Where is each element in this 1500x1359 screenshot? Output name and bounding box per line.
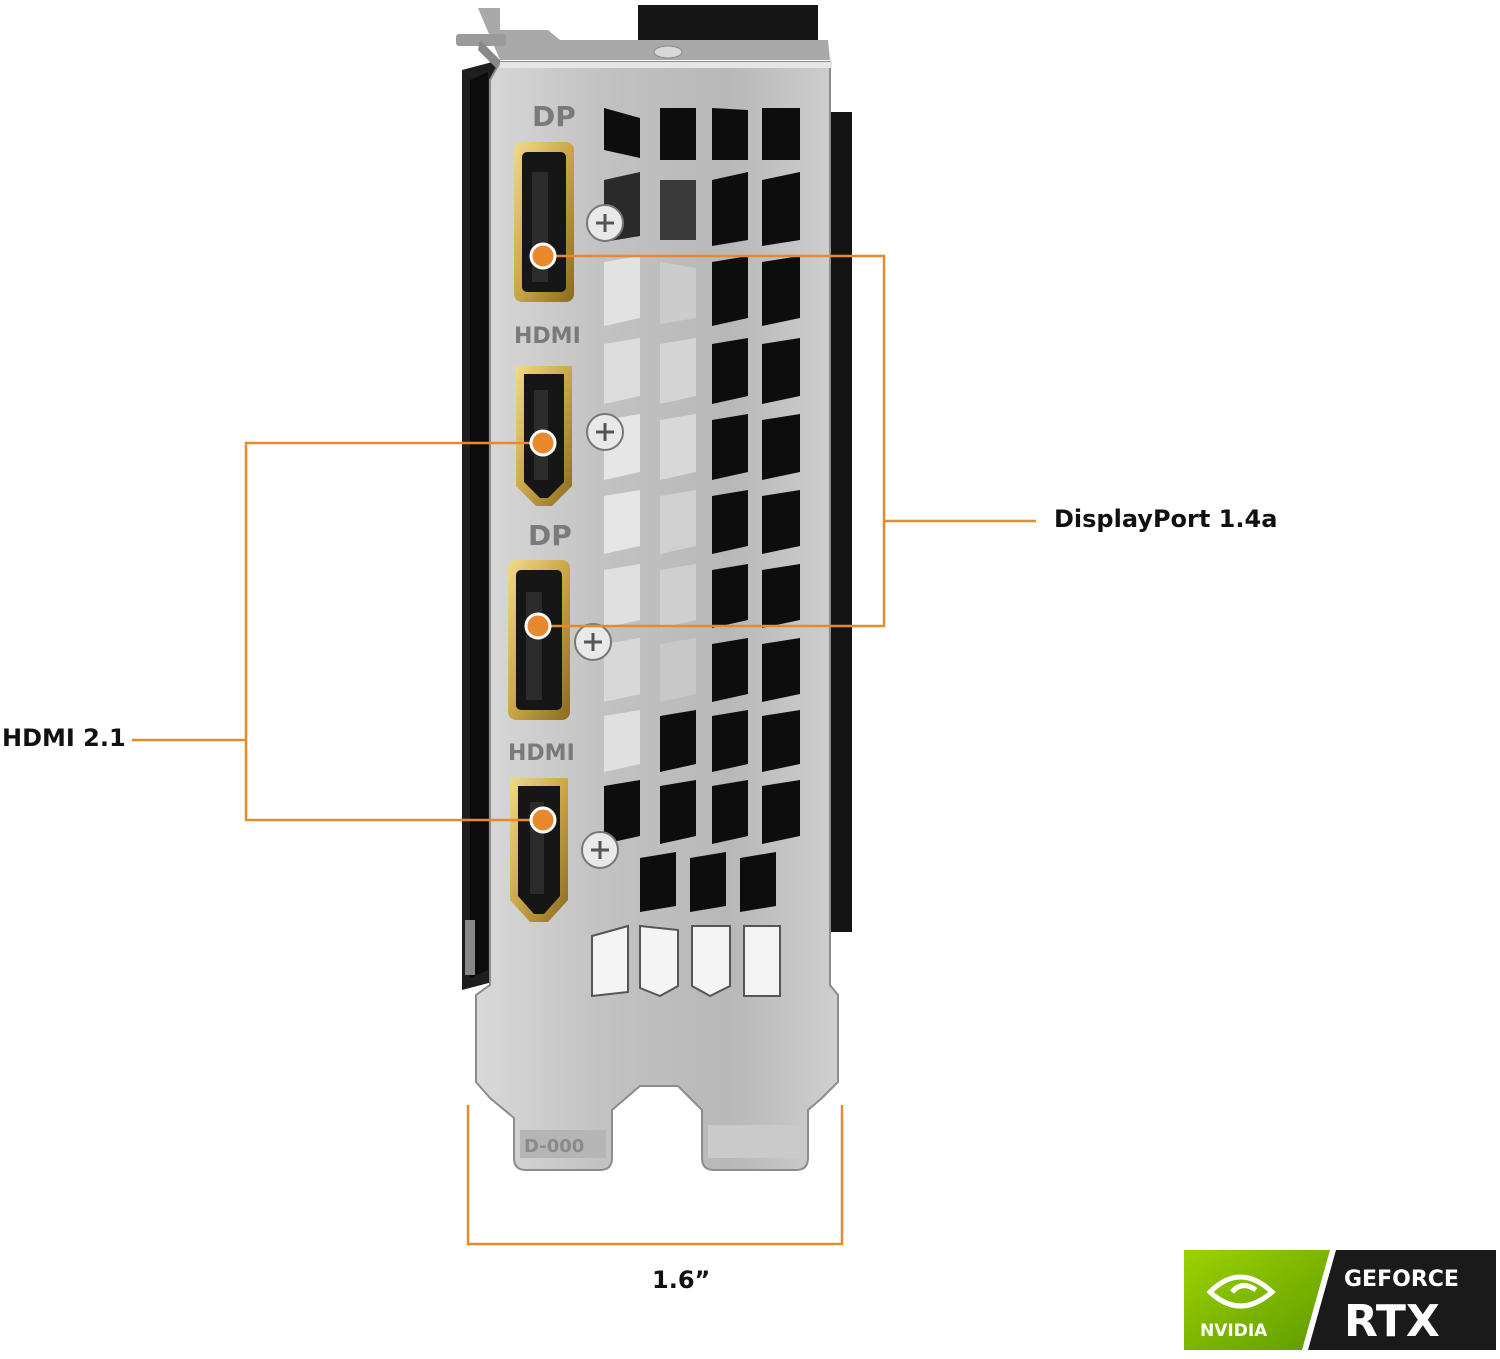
engrave-dp-1: DP — [532, 100, 576, 133]
port-hdmi-2 — [510, 778, 568, 922]
badge-line2: RTX — [1344, 1296, 1440, 1347]
vent-grille — [591, 108, 800, 998]
callout-dot — [529, 429, 557, 457]
badge-line1: GEFORCE — [1344, 1267, 1459, 1292]
screw-icons — [574, 204, 624, 869]
callout-dots — [524, 242, 557, 834]
screw-icon — [581, 831, 619, 869]
displayport-callout-label: DisplayPort 1.4a — [1054, 505, 1278, 533]
engraved-labels: DP HDMI DP HDMI D-000 — [508, 100, 584, 1157]
callout-dot — [529, 806, 557, 834]
engrave-dp-2: DP — [528, 519, 572, 552]
screw-icon — [586, 204, 624, 242]
screw-icon — [574, 623, 612, 661]
callout-dot — [529, 242, 557, 270]
hdmi-bracket-line — [244, 441, 543, 822]
screw-icon — [586, 413, 624, 451]
width-dimension-label: 1.6” — [652, 1266, 711, 1294]
engrave-hdmi-1: HDMI — [514, 324, 581, 349]
displayport-bracket-line — [540, 254, 886, 628]
callout-lines — [132, 254, 1036, 1246]
callout-dot — [524, 612, 552, 640]
engrave-hdmi-2: HDMI — [508, 741, 575, 766]
engrave-part-code: D-000 — [524, 1136, 584, 1157]
port-displayport-1 — [514, 142, 574, 302]
port-displayport-2 — [508, 560, 570, 720]
nvidia-eye-icon — [1206, 1274, 1276, 1309]
badge-brand: NVIDIA — [1200, 1321, 1268, 1341]
hdmi-callout-label: HDMI 2.1 — [2, 724, 126, 752]
nvidia-geforce-rtx-badge: NVIDIA GEFORCE RTX — [1184, 1250, 1496, 1350]
bracket-top-tab — [456, 8, 830, 72]
width-dimension-line — [466, 1105, 844, 1246]
